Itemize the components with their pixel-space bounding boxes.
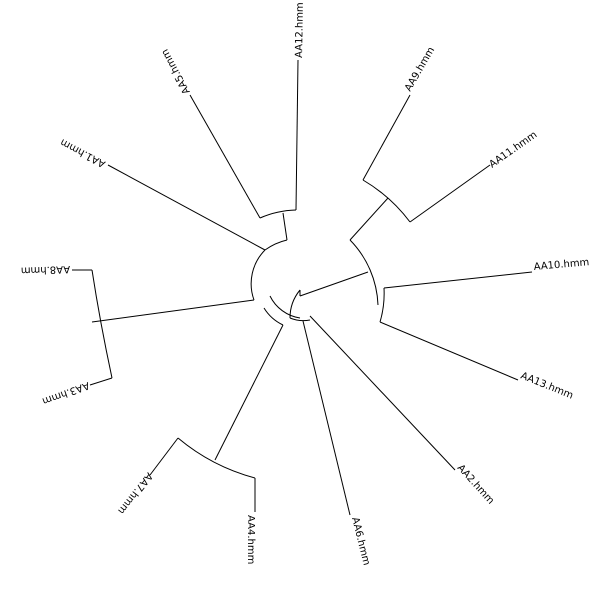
arc-aa10-aa13 [349, 239, 379, 306]
leaf-label-aa2: AA2.hmm [455, 463, 496, 507]
leaf-label-aa4: AA4.hmm [245, 515, 256, 564]
branch-aa3 [89, 377, 113, 386]
arc-aa12-aa5 [259, 209, 297, 219]
leaf-label-aa3: AA3.hmm [41, 379, 91, 406]
branch-aa7-aa4-stem [214, 324, 284, 461]
arc-root-center [289, 289, 301, 319]
branch-aa10 [383, 271, 533, 289]
arc-top-left [264, 239, 288, 251]
arc-aa10-aa13-inner [379, 287, 385, 323]
arc-root-right [269, 295, 301, 319]
branch-aa1 [107, 164, 266, 251]
leaf-label-aa12: AA12.hmm [294, 2, 306, 58]
arc-root-left [250, 249, 266, 301]
leaf-label-aa8: AA8.hmm [21, 263, 71, 276]
branch-aa8-aa3-stem [91, 299, 255, 323]
leaf-label-aa1: AA1.hmm [59, 136, 108, 169]
leaf-label-aa6: AA6.hmm [349, 516, 372, 567]
branch-aa7 [149, 437, 179, 476]
arc-aa6-aa2 [289, 317, 311, 322]
tree-branches [72, 59, 533, 516]
branch-aa9 [362, 94, 411, 181]
branch-right-stem [299, 271, 369, 297]
arc-aa7-aa4 [177, 437, 256, 479]
leaf-label-aa5: AA5.hmm [160, 47, 193, 96]
branch-aa9-aa11-stem [349, 197, 389, 241]
leaf-label-aa7: AA7.hmm [115, 470, 154, 516]
arc-aa9-aa11 [362, 179, 411, 223]
branch-aa5 [189, 94, 261, 219]
arc-aa8-aa3 [91, 269, 113, 379]
branch-aa12 [295, 59, 299, 211]
branch-aa12-aa5-stem [282, 212, 288, 241]
arc-root-bottom [263, 307, 284, 326]
branch-aa6 [302, 320, 351, 516]
branch-aa11 [409, 164, 491, 223]
leaf-labels: AA12.hmm AA5.hmm AA1.hmm AA8.hmm AA3.hmm… [21, 2, 590, 566]
leaf-label-aa10: AA10.hmm [533, 257, 589, 273]
leaf-label-aa9: AA9.hmm [403, 45, 437, 93]
branch-aa13 [379, 321, 519, 381]
leaf-label-aa11: AA11.hmm [487, 130, 539, 171]
branch-aa2 [309, 315, 456, 471]
leaf-label-aa13: AA13.hmm [519, 371, 575, 402]
